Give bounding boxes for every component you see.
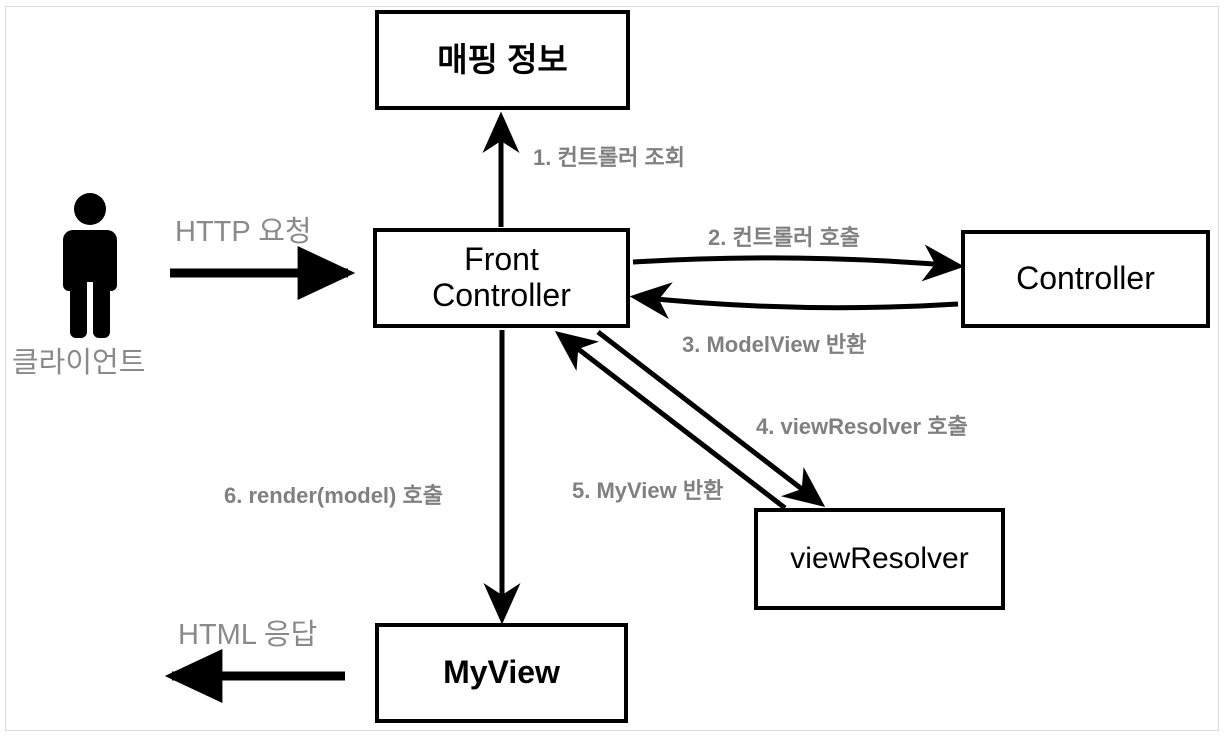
http-request-label: HTTP 요청 <box>175 216 312 248</box>
node-mapping-info[interactable]: 매핑 정보 <box>375 10 630 110</box>
edge-5-label: 5. MyView 반환 <box>572 478 724 503</box>
node-front-controller[interactable]: Front Controller <box>373 228 630 328</box>
node-view-resolver[interactable]: viewResolver <box>754 508 1005 610</box>
edge-3-label: 3. ModelView 반환 <box>682 332 867 357</box>
node-my-view-label: MyView <box>443 654 560 691</box>
node-my-view[interactable]: MyView <box>375 623 628 723</box>
html-response-label: HTML 응답 <box>178 619 318 651</box>
edge-2-arrow <box>632 244 965 282</box>
node-controller[interactable]: Controller <box>961 230 1210 328</box>
edge-1-label: 1. 컨트롤러 조회 <box>533 145 686 170</box>
edge-4-label: 4. viewResolver 호출 <box>756 414 968 439</box>
edge-4-arrow <box>596 330 826 507</box>
person-icon <box>63 193 117 338</box>
node-front-controller-label: Front Controller <box>432 241 571 313</box>
node-mapping-info-label: 매핑 정보 <box>437 40 568 78</box>
client-actor <box>55 190 125 340</box>
edge-2-label: 2. 컨트롤러 호출 <box>708 225 861 250</box>
node-controller-label: Controller <box>1016 260 1155 297</box>
client-actor-label: 클라이언트 <box>12 347 146 379</box>
edge-5-arrow <box>554 331 787 510</box>
edge-6-label: 6. render(model) 호출 <box>224 483 443 508</box>
edge-3-arrow <box>629 282 959 320</box>
node-view-resolver-label: viewResolver <box>790 542 969 576</box>
